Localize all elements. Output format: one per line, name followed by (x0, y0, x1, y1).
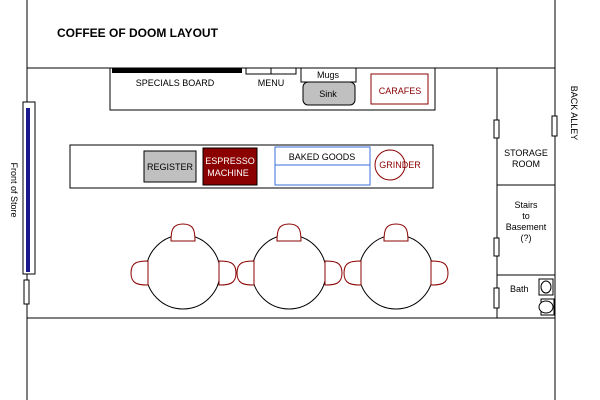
back-door (551, 115, 558, 137)
stairs-label-line2: to (522, 211, 530, 221)
chair-table-2-left (236, 260, 255, 286)
carafes (370, 73, 429, 105)
chair-table-3-top (383, 223, 409, 242)
register-label: REGISTER (147, 162, 194, 172)
register (143, 150, 197, 183)
storage-label-line2: ROOM (512, 159, 540, 169)
chair-table-2-top (276, 223, 302, 242)
specials-board (112, 68, 242, 73)
toilet-bowl (540, 280, 552, 294)
grinder-label: GRINDER (379, 160, 421, 170)
seating-area (130, 223, 449, 310)
diagram-title: COFFEE OF DOOM LAYOUT (57, 26, 219, 40)
specials-board-label: SPECIALS BOARD (136, 78, 215, 88)
chair-table-1-top (170, 223, 196, 242)
stairs-door (493, 237, 500, 257)
front-of-store-label: Front of Store (9, 162, 19, 217)
bath-door (493, 287, 500, 309)
menu-label: MENU (258, 78, 285, 88)
front-door (23, 279, 30, 305)
stairs-label-line1: Stairs (514, 200, 538, 210)
back-alley-label: BACK ALLEY (569, 86, 579, 141)
stairs-label-line4: (?) (521, 233, 532, 243)
front-window (26, 108, 30, 272)
grinder (374, 149, 406, 181)
baked-goods-case (274, 146, 371, 186)
bath-sink (538, 300, 554, 314)
carafes-label: CARAFES (379, 86, 422, 96)
espresso-label-line2: MACHINE (207, 168, 249, 178)
chair-table-3-left (343, 260, 362, 286)
mugs-label: Mugs (317, 70, 340, 80)
table-3 (358, 234, 434, 310)
stairs-label-line3: Basement (506, 222, 547, 232)
bath-label: Bath (510, 284, 529, 294)
storage-label-line1: STORAGE (504, 148, 548, 158)
table-1 (145, 234, 221, 310)
baked-goods-label: BAKED GOODS (289, 152, 356, 162)
chair-table-2-right (324, 260, 343, 286)
sink (302, 81, 356, 106)
table-2 (251, 234, 327, 310)
chair-table-1-right (218, 260, 237, 286)
sink-label: Sink (319, 89, 337, 99)
chair-table-3-right (430, 260, 449, 286)
espresso-label-line1: ESPRESSO (205, 156, 255, 166)
chair-table-1-left (130, 260, 149, 286)
espresso-machine (202, 147, 258, 186)
storage-door (493, 119, 500, 139)
